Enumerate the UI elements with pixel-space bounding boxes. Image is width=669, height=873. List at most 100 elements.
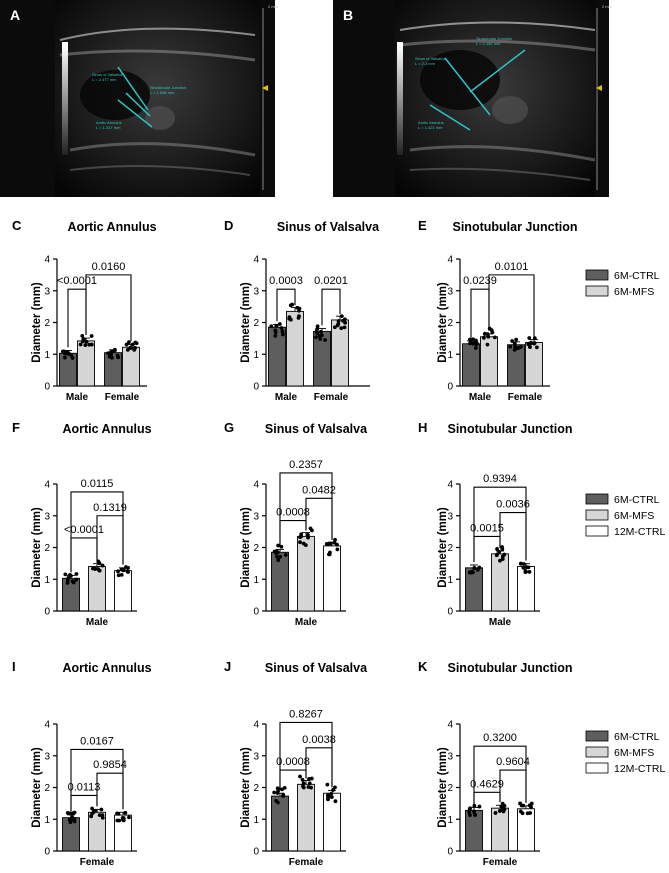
data-point xyxy=(276,788,280,793)
bar-female-6m-mfs xyxy=(525,342,543,387)
y-axis-label: Diameter (mm) xyxy=(31,282,43,363)
p-value-label: 0.0167 xyxy=(80,735,114,747)
y-tick-label: 4 xyxy=(447,480,453,491)
data-point xyxy=(71,811,76,816)
data-point xyxy=(74,577,79,582)
legend-label: 12M-CTRL xyxy=(614,526,666,538)
p-value-label: 0.0113 xyxy=(68,781,101,793)
data-point xyxy=(508,344,513,349)
significance-bracket xyxy=(70,491,124,573)
data-point xyxy=(526,565,531,570)
data-point xyxy=(473,813,478,817)
y-axis-label: Diameter (mm) xyxy=(437,747,449,828)
data-point xyxy=(520,811,525,816)
data-point xyxy=(500,557,505,561)
y-tick-label: 3 xyxy=(44,511,50,522)
p-value-label: 0.0201 xyxy=(314,275,348,287)
data-point xyxy=(309,776,314,781)
data-point xyxy=(323,338,327,342)
x-group-label: Female xyxy=(289,857,324,868)
data-point xyxy=(467,806,472,811)
data-point xyxy=(483,331,487,336)
data-point xyxy=(115,353,120,358)
data-point xyxy=(300,777,305,782)
data-point xyxy=(527,336,532,340)
data-point xyxy=(283,553,288,557)
label-B-aa: Aortic Annulus xyxy=(418,120,444,125)
x-group-label: Male xyxy=(86,617,109,628)
y-tick-label: 1 xyxy=(253,575,259,586)
y-axis-label: Diameter (mm) xyxy=(31,507,43,588)
y-axis-label: Diameter (mm) xyxy=(31,747,43,828)
label-A-stj: Sinotubular Junction xyxy=(150,85,186,90)
data-point xyxy=(63,355,67,360)
data-point xyxy=(468,337,472,342)
p-value-label: 0.0115 xyxy=(81,478,114,490)
data-point xyxy=(333,799,338,804)
y-axis-label: Diameter (mm) xyxy=(240,507,252,588)
p-value-label: 0.9604 xyxy=(496,756,530,768)
grayscale-bar xyxy=(397,45,403,155)
p-value-label: 0.0003 xyxy=(269,275,303,287)
data-point xyxy=(78,342,83,347)
data-point xyxy=(288,303,293,308)
data-point xyxy=(471,337,476,342)
data-point xyxy=(494,553,499,558)
bar-12m-ctrl xyxy=(323,545,341,612)
x-category-label: Male xyxy=(469,392,492,403)
value-A-aa: L = 1.317 mm xyxy=(96,125,121,130)
y-tick-label: 3 xyxy=(44,286,50,297)
y-tick-label: 4 xyxy=(253,255,259,266)
depth-marker-icon xyxy=(262,85,268,91)
p-value-label: 0.0482 xyxy=(302,484,336,496)
data-point xyxy=(116,811,121,816)
p-value-label: 0.1319 xyxy=(93,502,127,514)
x-category-label: Male xyxy=(66,392,89,403)
data-point xyxy=(336,319,341,323)
data-point xyxy=(310,528,314,533)
data-point xyxy=(315,324,320,329)
data-point xyxy=(485,342,490,347)
data-point xyxy=(99,807,104,812)
data-point xyxy=(315,331,320,335)
data-point xyxy=(473,340,477,345)
chart-title: Sinotubular Junction xyxy=(448,422,573,436)
y-tick-label: 4 xyxy=(44,720,50,731)
data-point xyxy=(475,568,480,572)
data-point xyxy=(68,811,72,816)
data-point xyxy=(63,572,68,577)
y-tick-label: 3 xyxy=(253,751,259,762)
x-category-label: Female xyxy=(508,392,543,403)
data-point xyxy=(500,547,505,551)
data-point xyxy=(510,339,515,343)
data-point xyxy=(519,561,523,566)
legend-label: 12M-CTRL xyxy=(614,763,666,775)
y-tick-label: 0 xyxy=(44,607,50,618)
y-tick-label: 1 xyxy=(447,815,453,826)
panel-letter: I xyxy=(12,659,16,674)
panel-letter: F xyxy=(12,420,20,435)
x-category-label: Male xyxy=(275,392,298,403)
data-point xyxy=(93,566,97,571)
x-category-label: Female xyxy=(314,392,349,403)
y-tick-label: 0 xyxy=(447,382,453,393)
y-tick-label: 4 xyxy=(44,480,50,491)
significance-bracket xyxy=(473,791,501,805)
p-value-label: 0.9854 xyxy=(93,759,127,771)
legends-layer: 6M-CTRL6M-MFS6M-CTRL6M-MFS12M-CTRL6M-CTR… xyxy=(585,269,666,775)
panel-letter: J xyxy=(224,659,231,674)
y-tick-label: 3 xyxy=(253,511,259,522)
y-tick-label: 1 xyxy=(44,350,50,361)
data-point xyxy=(514,337,519,342)
data-point xyxy=(528,345,532,350)
data-point xyxy=(70,579,75,584)
data-point xyxy=(278,554,283,559)
data-point xyxy=(106,351,110,356)
chart-title: Aortic Annulus xyxy=(62,661,151,675)
p-value-label: 0.0239 xyxy=(463,275,497,287)
data-point xyxy=(333,537,337,542)
data-point xyxy=(100,563,105,568)
data-point xyxy=(343,320,348,325)
